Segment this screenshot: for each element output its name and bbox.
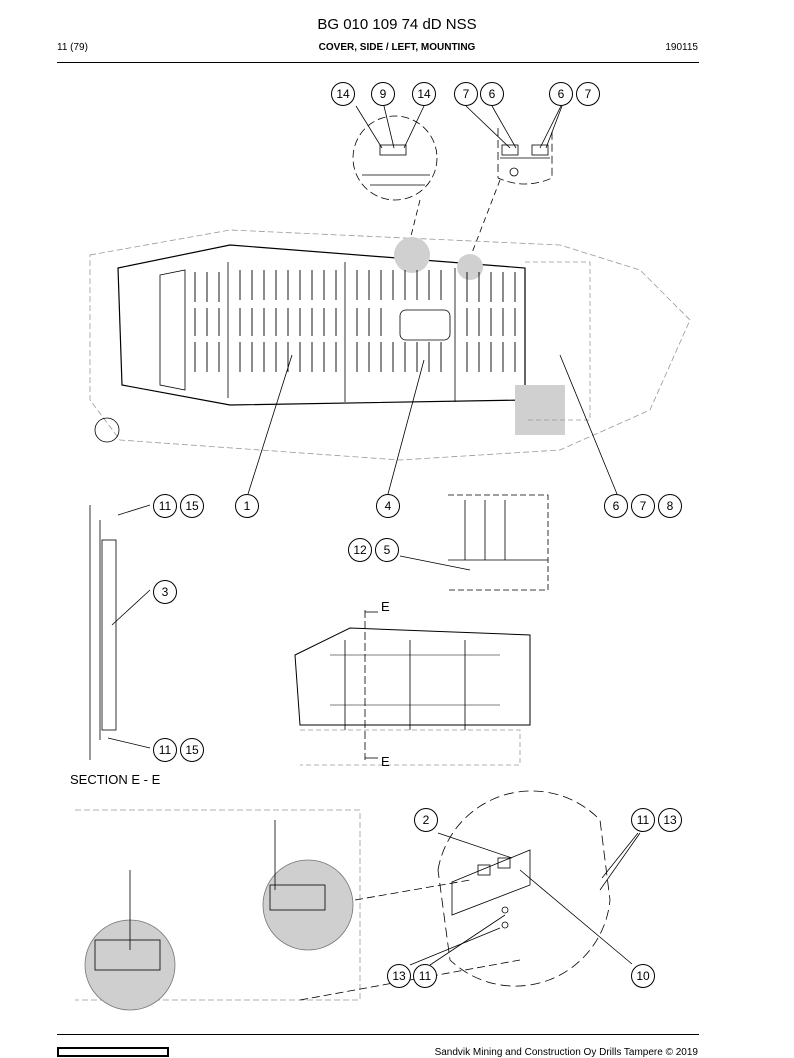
- callout-7: 7: [576, 82, 600, 106]
- callout-6: 6: [604, 494, 628, 518]
- bottom-isometric-view: [75, 809, 521, 1011]
- footer-rule: [57, 1034, 699, 1035]
- callout-7: 7: [631, 494, 655, 518]
- header-rule: [57, 62, 699, 63]
- document-title: BG 010 109 74 dD NSS: [317, 16, 477, 33]
- callout-6: 6: [549, 82, 573, 106]
- callout-1: 1: [235, 494, 259, 518]
- callout-4: 4: [376, 494, 400, 518]
- callout-13: 13: [658, 808, 682, 832]
- callout-8: 8: [658, 494, 682, 518]
- sheet-title: COVER, SIDE / LEFT, MOUNTING: [318, 42, 476, 53]
- section-mark-bottom: E: [381, 754, 390, 769]
- callout-11: 11: [413, 964, 437, 988]
- callout-15: 15: [180, 738, 204, 762]
- sandvik-logo: [57, 1047, 169, 1057]
- callout-15: 15: [180, 494, 204, 518]
- overview-grille-view: [294, 610, 531, 766]
- main-grille-assembly: [89, 229, 691, 461]
- section-title: SECTION E - E: [70, 772, 161, 787]
- bottom-detail-circle: [409, 790, 641, 987]
- callout-12: 12: [348, 538, 372, 562]
- callout-3: 3: [153, 580, 177, 604]
- callout-11: 11: [153, 738, 177, 762]
- callout-11: 11: [631, 808, 655, 832]
- detail-circle-right: [497, 128, 553, 185]
- grille-slots: [194, 270, 516, 372]
- callout-11: 11: [153, 494, 177, 518]
- detail-circle-left: [352, 115, 438, 201]
- callout-10: 10: [631, 964, 655, 988]
- callout-14: 14: [331, 82, 355, 106]
- callout-14: 14: [412, 82, 436, 106]
- section-mark-top: E: [381, 599, 390, 614]
- callout-9: 9: [371, 82, 395, 106]
- callout-7: 7: [454, 82, 478, 106]
- callout-6: 6: [480, 82, 504, 106]
- callout-5: 5: [375, 538, 399, 562]
- date-code: 190115: [665, 42, 698, 53]
- section-side-view: [89, 504, 151, 760]
- callout-2: 2: [414, 808, 438, 832]
- callout-13: 13: [387, 964, 411, 988]
- detail-bracket-view: [399, 494, 549, 591]
- page-number: 11 (79): [57, 42, 88, 53]
